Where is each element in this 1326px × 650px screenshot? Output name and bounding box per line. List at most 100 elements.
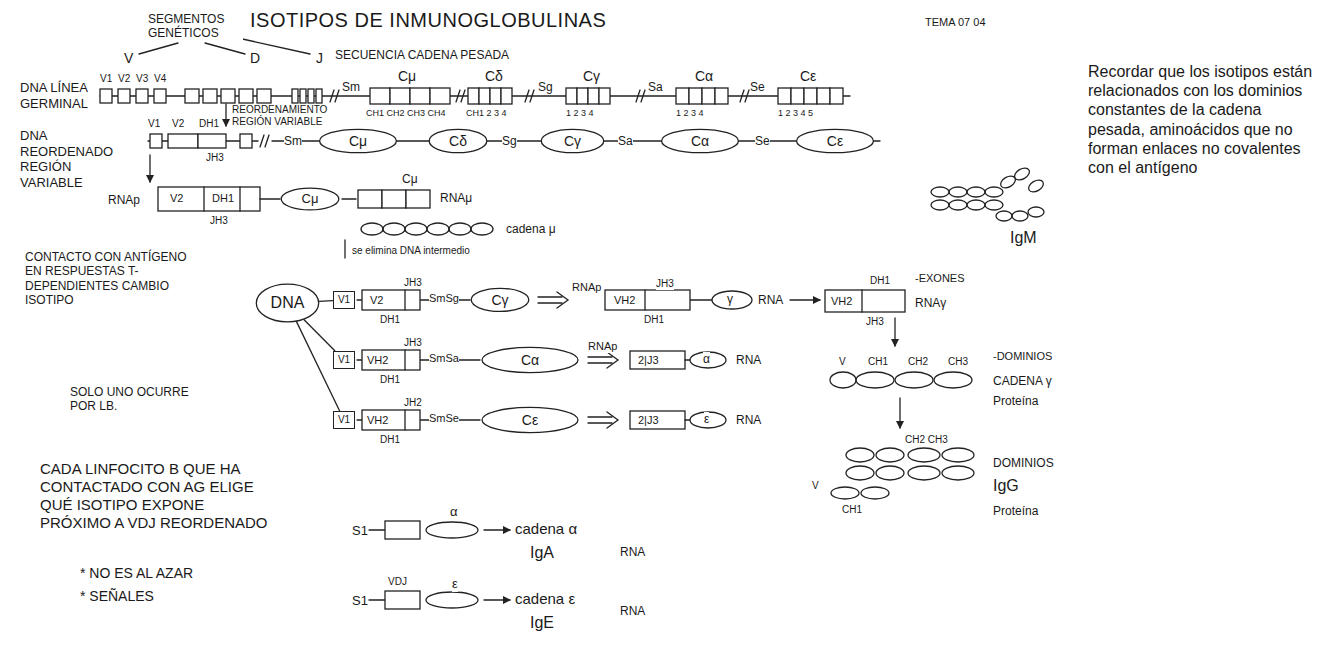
- gene-ellipse: Cε: [480, 406, 580, 434]
- germline-dna: [490, 88, 501, 104]
- note-label: VH2: [367, 354, 388, 367]
- mature-rna: [369, 529, 385, 530]
- igm-sketch: [931, 166, 1045, 221]
- ellipse-outline: [541, 129, 603, 152]
- switch-row-epsilon: [588, 416, 612, 417]
- gene-ellipse: Cα: [660, 128, 740, 154]
- note-label: α: [450, 504, 458, 520]
- rearranged-dna: [150, 134, 162, 148]
- switch-row-gamma: [538, 296, 562, 297]
- note-label: CH1 CH2 CH3 CH4: [366, 108, 446, 119]
- note-label: SOLO UNO OCURRE POR LB.: [70, 385, 190, 414]
- note-label: CH1: [868, 356, 888, 368]
- igg-sketch: [942, 448, 974, 462]
- note-label: ε: [704, 412, 709, 426]
- switch-row-gamma: [557, 292, 568, 308]
- igm-sketch: [985, 200, 1003, 210]
- germline-dna: [715, 88, 728, 104]
- note-label: cadena μ: [506, 222, 556, 236]
- germline-dna: [599, 88, 610, 104]
- switch-row-epsilon: [404, 410, 405, 430]
- germline-dna: [370, 88, 390, 104]
- note-label: Cμ: [402, 172, 418, 186]
- note-label: Sa: [648, 80, 663, 94]
- note-label: V2: [172, 118, 184, 130]
- primary-rna: [361, 223, 383, 235]
- gene-box: V1: [333, 411, 355, 429]
- note-label: S1: [352, 593, 368, 609]
- note-label: V2: [118, 73, 130, 85]
- switch-row-alpha: [588, 362, 612, 363]
- germline-dna: [410, 88, 430, 104]
- note-label: RNAμ: [440, 191, 472, 205]
- primary-rna: [158, 187, 493, 235]
- note-label: * NO ES AL AZAR: [80, 565, 193, 582]
- germline-dna: [817, 88, 830, 104]
- primary-rna: [383, 223, 405, 235]
- primary-rna: [260, 198, 280, 199]
- germline-dna: [335, 90, 339, 102]
- note-label: IgE: [530, 613, 554, 632]
- switch-row-alpha: [607, 352, 618, 368]
- note-label: RNAp: [588, 340, 617, 353]
- note-label: DH1: [380, 314, 400, 326]
- rearranged-dna: [148, 134, 880, 148]
- ellipse-outline: [482, 407, 578, 432]
- note-label: -DOMINIOS: [993, 350, 1052, 363]
- node-text: Cε: [522, 412, 538, 428]
- germline-dna: [185, 89, 199, 103]
- switch-row-alpha: [357, 359, 362, 360]
- node-text: DNA: [271, 294, 305, 312]
- note-label: Proteína: [993, 504, 1038, 518]
- note-label: RNAp: [572, 281, 601, 294]
- igg-sketch: [895, 372, 933, 388]
- igm-sketch: [949, 187, 967, 197]
- note-label: Cδ: [485, 68, 503, 85]
- note-label: Cε: [800, 68, 816, 85]
- germline-dna: [577, 88, 588, 104]
- note-label: JH3: [206, 152, 224, 164]
- germline-dna: [566, 88, 577, 104]
- switch-row-gamma: [825, 290, 905, 312]
- note-label: Cμ: [398, 68, 416, 85]
- node-text: Cμ: [349, 133, 367, 149]
- switch-row-gamma: [861, 290, 862, 312]
- note-label: cadena ε: [515, 590, 575, 608]
- note-label: Sm: [342, 80, 360, 94]
- note-label: 1 2 3 4 5: [778, 108, 813, 119]
- switch-row-gamma: [712, 291, 752, 309]
- mature-rna: [426, 522, 478, 538]
- note-label: V1: [100, 73, 112, 85]
- note-label: V: [124, 50, 133, 67]
- note-label: Proteína: [993, 394, 1038, 408]
- note-label: IgA: [530, 543, 554, 562]
- germline-dna: [530, 90, 534, 102]
- germline-dna: [430, 88, 450, 104]
- note-label: JH2: [404, 397, 422, 409]
- note-label: V: [812, 480, 819, 492]
- germline-dna: [118, 89, 130, 103]
- switch-row-gamma: [644, 290, 645, 310]
- switch-row-gamma: [538, 302, 562, 303]
- note-label: Cγ: [583, 68, 600, 85]
- note-label: CH2: [908, 356, 928, 368]
- germline-dna: [100, 89, 112, 103]
- switch-row-alpha: [690, 352, 726, 368]
- switch-row-epsilon: [362, 410, 420, 430]
- igm-sketch: [967, 187, 985, 197]
- primary-rna: [203, 187, 204, 211]
- switch-row-epsilon: [690, 412, 726, 428]
- switch-row-epsilon: [357, 419, 362, 420]
- igm-sketch: [1013, 166, 1032, 183]
- germline-dna: [525, 90, 529, 102]
- note-label: V2: [170, 192, 183, 205]
- note-label: Se: [750, 80, 765, 94]
- switch-row-epsilon: [685, 419, 690, 420]
- note-label: IgG: [993, 476, 1019, 495]
- note-label: RNA: [736, 353, 761, 367]
- germline-dna: [689, 88, 702, 104]
- igg-sketch: [876, 466, 904, 480]
- node-text: Cα: [691, 133, 709, 149]
- note-label: cadena α: [515, 520, 577, 538]
- note-label: SECUENCIA CADENA PESADA: [335, 48, 509, 62]
